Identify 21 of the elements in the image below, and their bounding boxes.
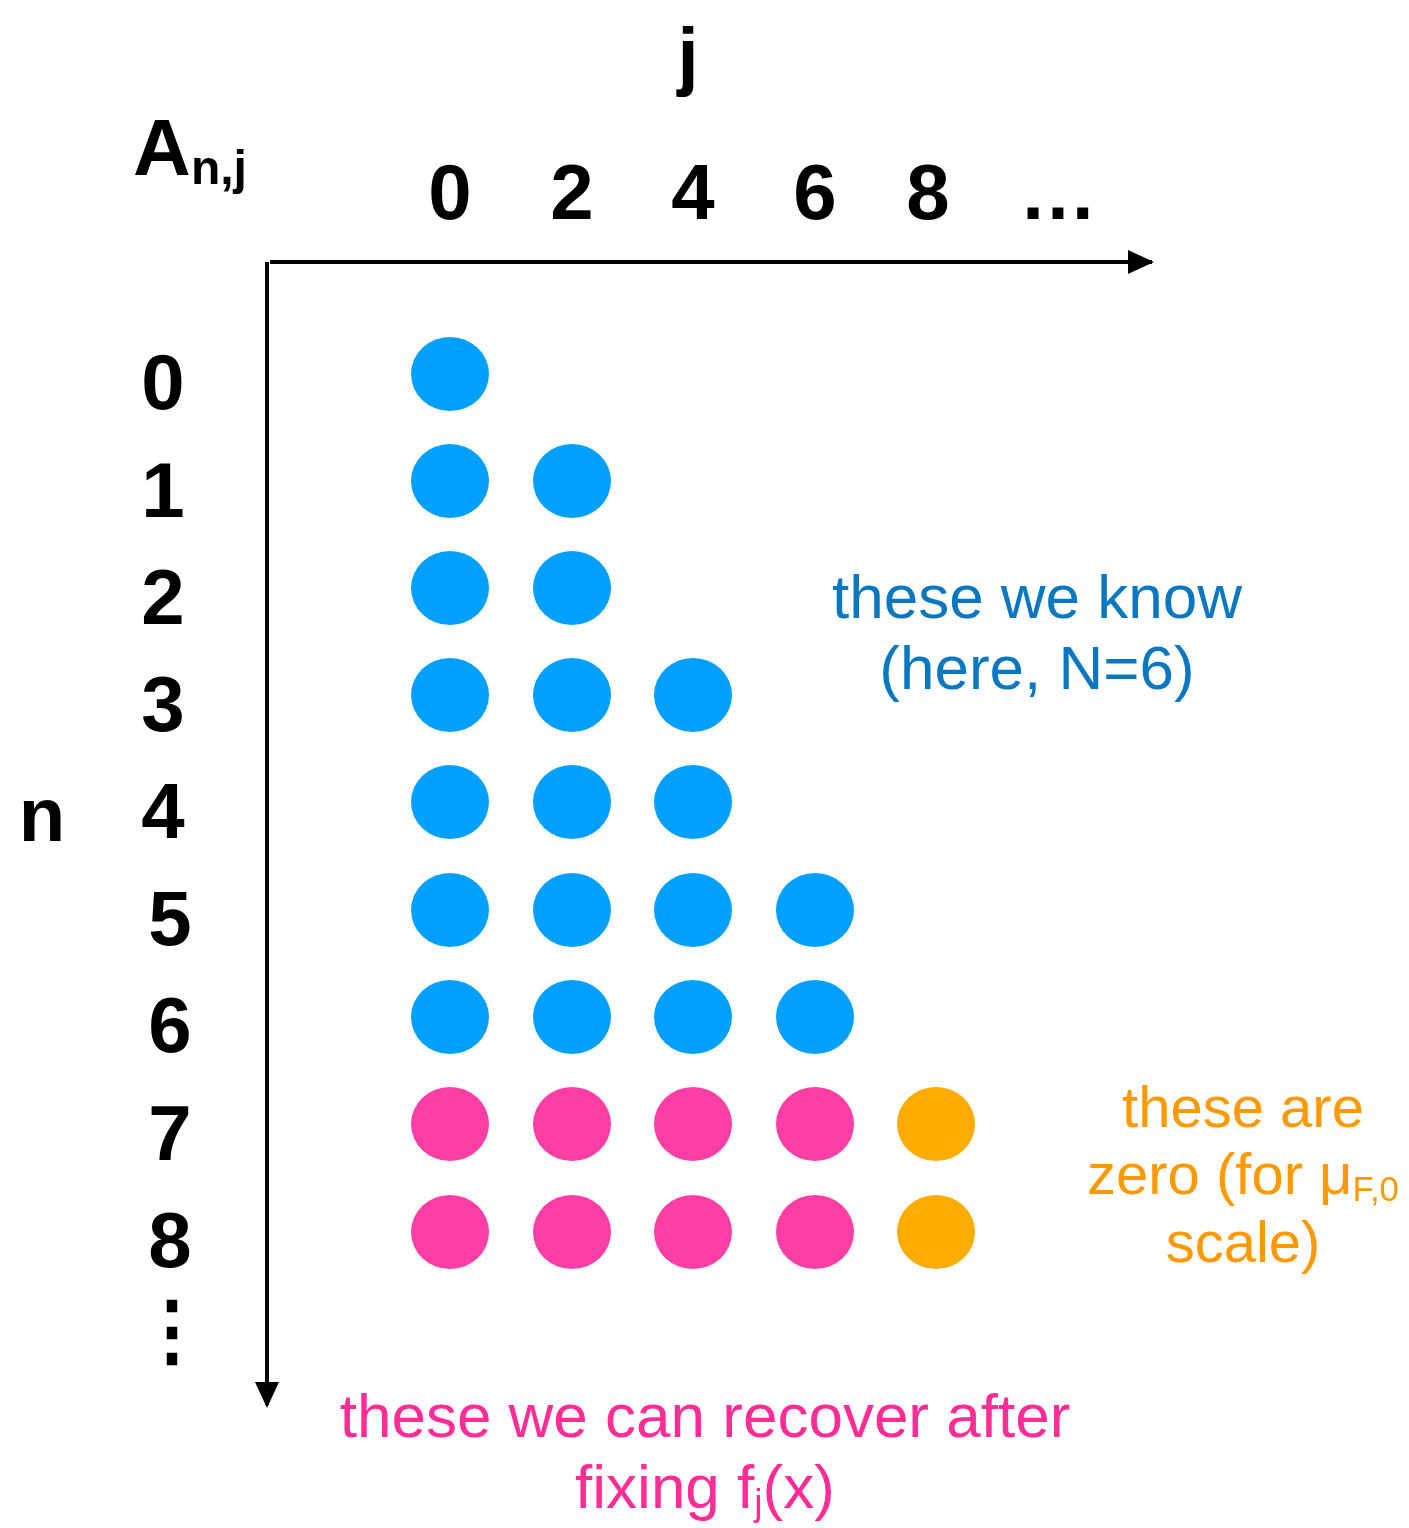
row-index: 0	[141, 343, 185, 421]
column-index: 8	[906, 153, 950, 231]
row-index: 2	[141, 558, 185, 636]
vertical-ellipsis: ⋮	[133, 1291, 211, 1369]
ellipsis: …	[1019, 153, 1097, 231]
row-index: 8	[148, 1201, 192, 1279]
column-index: 0	[428, 153, 472, 231]
row-index: 7	[148, 1094, 192, 1172]
row-index: 6	[148, 986, 192, 1064]
annotation-text: these we know (here, N=6)	[830, 560, 1244, 704]
annotation-text: these are zero (for μ$_{F,0}$ scale)	[1086, 1074, 1400, 1276]
row-index: 4	[141, 772, 185, 850]
row-index: 1	[141, 451, 185, 529]
column-index: 2	[550, 153, 594, 231]
matrix-symbol: A$_{n,j}$	[133, 107, 247, 193]
annotation-text: these we can recover after fixing f$_{j}$(x)	[338, 1379, 1072, 1525]
axis-title: n	[18, 777, 66, 853]
row-index: 3	[141, 665, 185, 743]
column-index: 4	[671, 153, 715, 231]
column-index: 6	[793, 153, 837, 231]
row-index: 5	[148, 879, 192, 957]
